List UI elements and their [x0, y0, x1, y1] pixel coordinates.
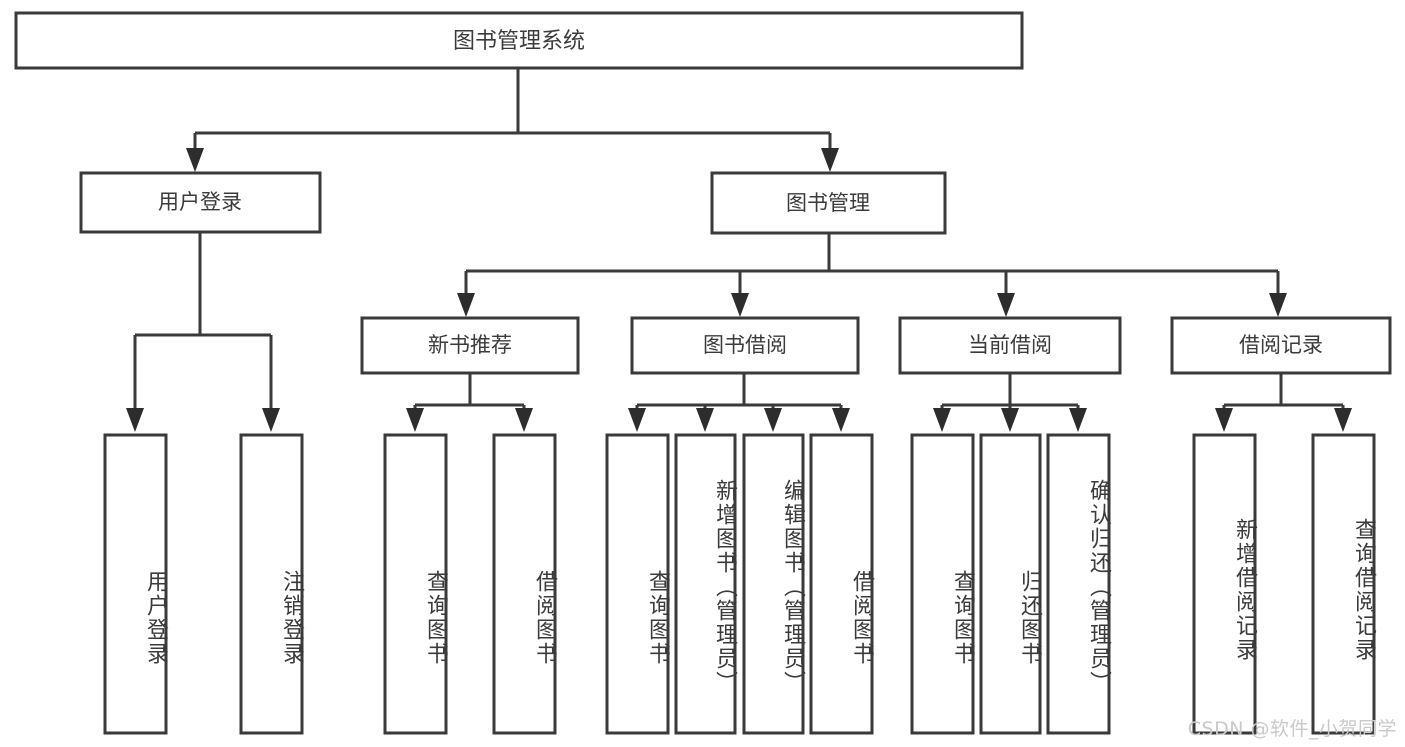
arrow-head-icon — [731, 293, 749, 317]
node-new-book-recommend[interactable]: 新书推荐 — [360, 316, 580, 375]
arrow-head-icon — [696, 408, 714, 432]
node-borrow-record-label: 借阅记录 — [1239, 333, 1323, 357]
leaf-box-recommend-2[interactable] — [492, 433, 557, 735]
node-book-management-label: 图书管理 — [786, 191, 870, 215]
leaf-box-current-1[interactable] — [910, 433, 975, 735]
arrow-head-icon — [457, 293, 475, 317]
arrow-head-icon — [406, 408, 424, 432]
node-user-login-box[interactable] — [79, 171, 322, 234]
watermark-text: CSDN @软件_小贺同学 — [1187, 718, 1397, 740]
node-borrow-record[interactable]: 借阅记录 — [1170, 316, 1392, 375]
node-book-management[interactable]: 图书管理 — [710, 171, 947, 235]
connector-group — [126, 68, 1352, 432]
node-current-borrow[interactable]: 当前借阅 — [898, 316, 1122, 375]
arrow-head-icon — [933, 408, 951, 432]
node-root-label: 图书管理系统 — [453, 29, 585, 54]
leaf-box-current-2[interactable] — [979, 433, 1042, 735]
arrow-head-icon — [515, 408, 533, 432]
node-root-box[interactable] — [14, 11, 1024, 70]
arrow-head-icon — [186, 148, 204, 172]
node-root[interactable]: 图书管理系统 — [14, 11, 1024, 70]
arrow-head-icon — [764, 408, 782, 432]
node-current-borrow-box[interactable] — [898, 316, 1122, 375]
node-new-book-recommend-label: 新书推荐 — [428, 333, 512, 357]
arrow-head-icon — [1001, 408, 1019, 432]
leaf-box-user-login-2[interactable] — [239, 433, 304, 735]
leaf-box-borrow-4[interactable] — [809, 433, 874, 735]
leaf-box-current-3[interactable] — [1046, 433, 1111, 735]
node-current-borrow-label: 当前借阅 — [968, 333, 1052, 357]
node-user-login[interactable]: 用户登录 — [79, 171, 322, 234]
leaf-box-record-1[interactable] — [1192, 433, 1257, 735]
node-book-management-box[interactable] — [710, 171, 947, 235]
arrow-head-icon — [628, 408, 646, 432]
node-book-borrow-box[interactable] — [630, 316, 860, 375]
arrow-head-icon — [1334, 408, 1352, 432]
leaf-box-borrow-2[interactable] — [674, 433, 737, 735]
leaf-box-borrow-1[interactable] — [605, 433, 670, 735]
node-book-borrow-label: 图书借阅 — [703, 333, 787, 357]
node-book-borrow[interactable]: 图书借阅 — [630, 316, 860, 375]
arrow-head-icon — [1269, 293, 1287, 317]
arrow-head-icon — [997, 293, 1015, 317]
arrow-head-icon — [262, 408, 280, 432]
node-new-book-recommend-box[interactable] — [360, 316, 580, 375]
arrow-head-icon — [1069, 408, 1087, 432]
arrow-head-icon — [821, 148, 839, 172]
leaf-box-borrow-3[interactable] — [742, 433, 805, 735]
leaf-box-recommend-1[interactable] — [383, 433, 448, 735]
leaf-box-record-2[interactable] — [1311, 433, 1376, 735]
leaf-box-user-login-1[interactable] — [103, 433, 168, 735]
arrow-head-icon — [1215, 408, 1233, 432]
arrow-head-icon — [832, 408, 850, 432]
node-user-login-label: 用户登录 — [158, 190, 242, 214]
arrow-head-icon — [126, 408, 144, 432]
node-borrow-record-box[interactable] — [1170, 316, 1392, 375]
